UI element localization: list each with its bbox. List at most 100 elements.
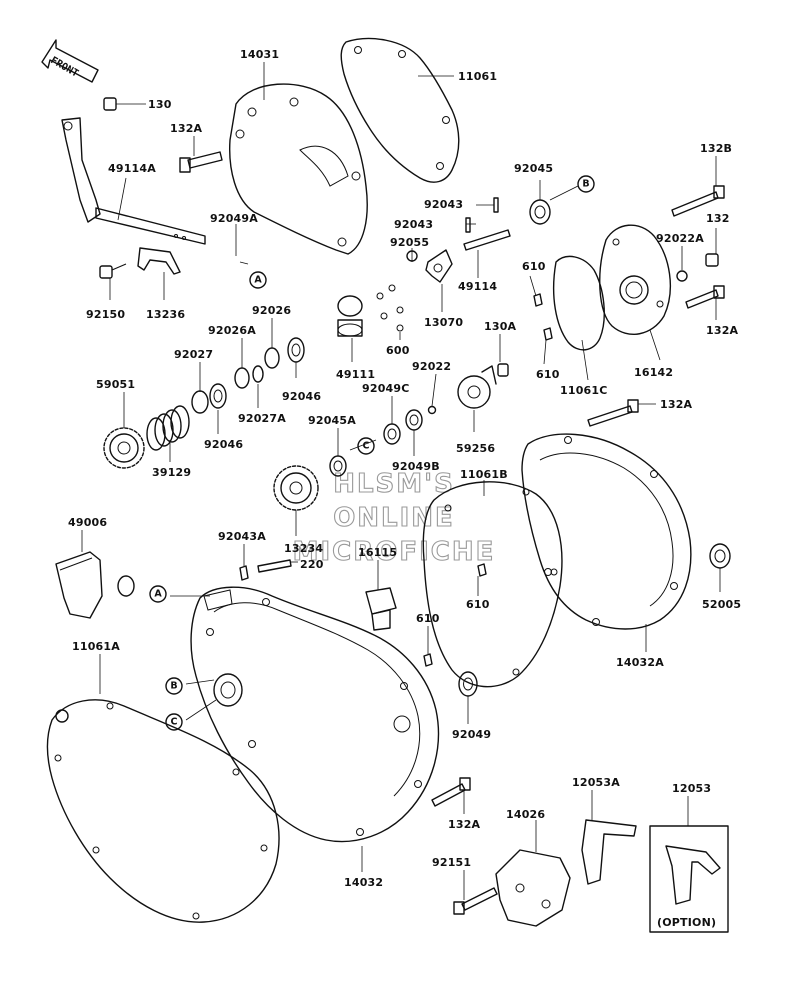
label-12053a: 12053A — [572, 776, 620, 789]
label-13236: 13236 — [146, 308, 185, 321]
guard-14026 — [495, 849, 571, 927]
callout-a-low: A — [149, 585, 167, 603]
option-label: (OPTION) — [657, 916, 716, 929]
bolt-132a-bottom — [431, 777, 471, 807]
gear-59256 — [457, 365, 497, 409]
svg-text:B: B — [582, 179, 589, 190]
label-14031: 14031 — [240, 48, 279, 61]
outer-cover-14032a — [521, 433, 692, 630]
svg-text:C: C — [171, 717, 178, 728]
label-92026a: 92026A — [208, 324, 256, 337]
dowels-610-top — [533, 293, 553, 341]
washer-92022 — [427, 405, 437, 415]
callout-b-low: B — [165, 677, 183, 695]
option-box-12053: (OPTION) — [649, 825, 729, 933]
label-11061b: 11061B — [460, 468, 508, 481]
bolt-92151 — [453, 887, 498, 915]
bearing-92049c — [383, 423, 401, 445]
screw-220 — [257, 559, 292, 573]
label-12053: 12053 — [672, 782, 711, 795]
shaft-49114 — [463, 229, 511, 251]
label-92151: 92151 — [432, 856, 471, 869]
label-49111: 49111 — [336, 368, 375, 381]
label-52005: 52005 — [702, 598, 741, 611]
label-610-mid: 610 — [536, 368, 560, 381]
seal-92045 — [529, 199, 551, 225]
bracket-12053a — [581, 819, 637, 885]
label-59256: 59256 — [456, 442, 495, 455]
callout-a-top: A — [249, 271, 267, 289]
svg-text:A: A — [254, 275, 262, 286]
bolt-92150 — [99, 263, 127, 279]
washers-stack — [191, 337, 305, 414]
bolt-132a-gasket — [587, 399, 639, 427]
label-92043-a: 92043 — [424, 198, 463, 211]
spring-39129 — [146, 405, 190, 451]
label-13234: 13234 — [284, 542, 323, 555]
bolt-132 — [705, 253, 719, 267]
breather-49006 — [55, 551, 135, 619]
gear-13234 — [273, 465, 319, 511]
label-14032a: 14032A — [616, 656, 664, 669]
bolt-132a-right — [685, 285, 725, 309]
label-92045: 92045 — [514, 162, 553, 175]
label-92022: 92022 — [412, 360, 451, 373]
label-92049c: 92049C — [362, 382, 410, 395]
label-132b: 132B — [700, 142, 732, 155]
label-220: 220 — [300, 558, 324, 571]
label-92049a: 92049A — [210, 212, 258, 225]
watermark-line-3: MICROFICHE — [293, 537, 496, 567]
label-132a-right: 132A — [706, 324, 739, 337]
bolt-132a-top — [179, 151, 223, 173]
plug-16115 — [365, 587, 397, 631]
label-92043-b: 92043 — [394, 218, 433, 231]
label-92043a: 92043A — [218, 530, 266, 543]
label-92046-b: 92046 — [204, 438, 243, 451]
svg-text:C: C — [363, 441, 370, 452]
crankcase-cover-14032 — [190, 586, 440, 843]
pump-cover-16142 — [599, 224, 671, 335]
gasket-11061a — [46, 699, 280, 923]
label-130: 130 — [148, 98, 172, 111]
bolt-130 — [103, 97, 146, 111]
pins-92043 — [465, 197, 499, 233]
bolt-130a — [497, 363, 509, 377]
dowel-610-low — [423, 653, 433, 667]
gasket-11061 — [340, 37, 460, 183]
label-132a-top: 132A — [170, 122, 203, 135]
label-39129: 39129 — [152, 466, 191, 479]
bolt-132b — [671, 185, 725, 217]
label-132a-bottom: 132A — [448, 818, 481, 831]
clutch-cover-14031 — [229, 83, 368, 255]
bearing-92049 — [458, 671, 478, 697]
label-92045a: 92045A — [308, 414, 356, 427]
label-610-gasket: 610 — [466, 598, 490, 611]
callout-c-mid: C — [357, 437, 375, 455]
leader-lines — [81, 62, 721, 900]
seal-52005 — [709, 543, 731, 569]
part-labels: 130 132A 14031 11061 49114A 92049A 92150… — [68, 48, 741, 889]
label-92027a: 92027A — [238, 412, 286, 425]
gasket-11061c — [552, 255, 605, 351]
label-132: 132 — [706, 212, 730, 225]
label-92022a: 92022A — [656, 232, 704, 245]
label-16142: 16142 — [634, 366, 673, 379]
gear-59051 — [103, 427, 145, 469]
label-600: 600 — [386, 344, 410, 357]
label-14032: 14032 — [344, 876, 383, 889]
watermark-line-2: ONLINE — [333, 503, 455, 533]
label-92026: 92026 — [252, 304, 291, 317]
label-49114a: 49114A — [108, 162, 156, 175]
callout-b-top: B — [577, 175, 595, 193]
front-arrow: FRONT — [41, 39, 99, 83]
svg-text:A: A — [154, 589, 162, 600]
label-92049b: 92049B — [392, 460, 440, 473]
watermark: HLSM'S ONLINE MICROFICHE — [292, 468, 496, 567]
watermark-line-1: HLSM'S — [333, 469, 455, 499]
lever-49114a — [61, 117, 206, 245]
label-14026: 14026 — [506, 808, 545, 821]
callout-c-low: C — [165, 713, 183, 731]
label-59051: 59051 — [96, 378, 135, 391]
label-92046-a: 92046 — [282, 390, 321, 403]
